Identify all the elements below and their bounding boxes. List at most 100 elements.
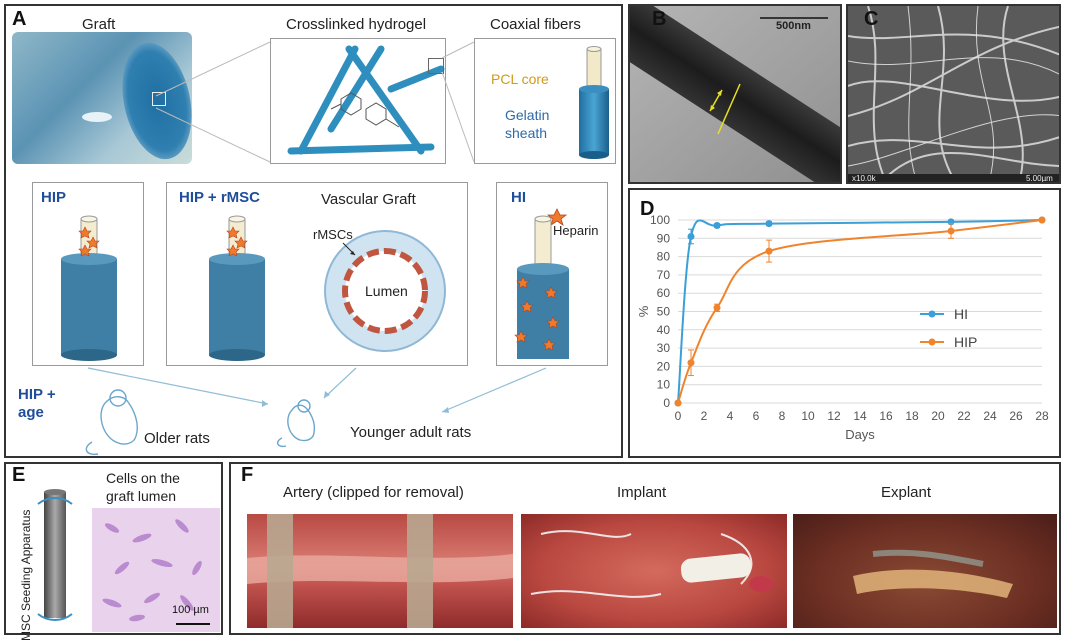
panel-f-label: F (241, 464, 254, 486)
panel-d-label: D (640, 198, 655, 220)
x-tick-label: 8 (779, 409, 786, 423)
data-point-hi (765, 220, 773, 228)
hip-age-label-line2: age (18, 404, 44, 421)
coaxial-box: PCL core Gelatin sheath (474, 38, 616, 164)
data-point-hip (765, 247, 773, 255)
x-tick-label: 6 (753, 409, 760, 423)
gelatin-label: Gelatin (505, 107, 550, 123)
legend-label-hi: HI (954, 306, 968, 322)
vascular-graft-title: Vascular Graft (321, 191, 416, 208)
x-tick-label: 10 (801, 409, 815, 423)
data-point-hip (674, 399, 682, 407)
y-tick-label: 0 (663, 396, 670, 410)
y-tick-label: 40 (657, 323, 671, 337)
x-tick-label: 16 (879, 409, 893, 423)
panel-c-label: C (864, 8, 879, 30)
graft-photo (12, 32, 192, 164)
panel-b: B 500nm (628, 4, 842, 184)
y-tick-label: 90 (657, 231, 671, 245)
hip-age-label-line1: HIP + (18, 386, 56, 403)
x-tick-label: 26 (1009, 409, 1023, 423)
explant-photo (793, 514, 1057, 628)
y-axis-label: % (636, 305, 651, 317)
data-point-hi (713, 221, 721, 229)
data-point-hip (947, 227, 955, 235)
panel-a: A Graft Crosslinked hydrogel Coax (4, 4, 623, 458)
hydrogel-zoom-marker (428, 58, 444, 74)
hi-fiber-diagram (514, 208, 569, 359)
panel-e: E Cells on the graft lumen MSC Seeding A… (4, 462, 223, 641)
tem-scale-bar-label: 500nm (776, 20, 811, 32)
legend-marker-hip (928, 338, 936, 346)
series-line-hi (677, 219, 1043, 404)
legend-label-hip: HIP (954, 334, 977, 350)
y-tick-label: 80 (657, 250, 671, 264)
y-tick-label: 70 (657, 268, 671, 282)
tem-fiber-image (630, 6, 840, 182)
cells-micrograph: 100 µm (92, 508, 220, 632)
explant-title: Explant (881, 484, 932, 501)
data-point-hip (687, 359, 695, 367)
data-point-hi (687, 232, 695, 240)
older-rats-label: Older rats (144, 430, 210, 447)
younger-rat-icon (276, 399, 316, 448)
rmscs-label: rMSCs (313, 227, 353, 242)
hip-title: HIP (41, 189, 67, 206)
coaxial-title: Coaxial fibers (490, 16, 581, 33)
sheath-label: sheath (505, 125, 548, 141)
data-point-hip (1038, 216, 1046, 224)
lumen-label: Lumen (365, 283, 408, 299)
hip-rmsc-title: HIP + rMSC (179, 189, 260, 206)
younger-rats-label: Younger adult rats (350, 424, 472, 441)
artery-title: Artery (clipped for removal) (283, 484, 464, 501)
hip-rmsc-diagram (209, 215, 446, 361)
panel-a-label: A (12, 8, 27, 30)
pcl-core-label: PCL core (491, 71, 549, 87)
heparin-label: Heparin (553, 223, 599, 238)
older-rat-icon (85, 389, 138, 456)
sem-footer-left: x10.0k (852, 174, 876, 183)
hip-box: HIP (32, 182, 144, 366)
graft-title: Graft (82, 16, 116, 33)
x-tick-label: 2 (701, 409, 708, 423)
x-tick-label: 12 (827, 409, 841, 423)
y-tick-label: 100 (650, 213, 670, 227)
y-tick-label: 30 (657, 341, 671, 355)
seeding-apparatus-icon (37, 489, 73, 621)
x-tick-label: 0 (675, 409, 682, 423)
hydrogel-network-diagram (287, 45, 445, 155)
x-axis-label: Days (845, 427, 875, 442)
y-tick-label: 50 (657, 305, 671, 319)
cells-caption-line2: graft lumen (106, 488, 177, 504)
y-tick-label: 20 (657, 359, 671, 373)
x-tick-label: 22 (957, 409, 971, 423)
x-tick-label: 14 (853, 409, 867, 423)
sem-fiber-mesh-image (848, 6, 1059, 182)
data-point-hip (713, 304, 721, 312)
x-tick-label: 24 (983, 409, 997, 423)
artery-photo (247, 514, 513, 628)
hydrogel-box (270, 38, 446, 164)
panel-e-label: E (12, 464, 26, 486)
panel-c: C x10.0k 5.00µm (846, 4, 1061, 184)
hydrogel-title: Crosslinked hydrogel (286, 16, 427, 33)
legend-marker-hi (928, 310, 936, 318)
hip-fiber-icon (61, 215, 117, 361)
cells-caption-line1: Cells on the (106, 470, 180, 486)
y-tick-label: 60 (657, 286, 671, 300)
sem-footer-right: 5.00µm (1026, 174, 1053, 183)
implant-photo (521, 514, 787, 628)
x-tick-label: 20 (931, 409, 945, 423)
x-tick-label: 18 (905, 409, 919, 423)
heparin-star-icon (546, 208, 568, 226)
panel-b-label: B (652, 8, 667, 30)
y-tick-label: 10 (657, 378, 671, 392)
graft-zoom-marker (152, 92, 166, 106)
hi-title: HI (511, 189, 526, 206)
coaxial-fiber-icon (579, 46, 609, 159)
cells-scale-bar-label: 100 µm (172, 604, 209, 616)
x-tick-label: 4 (727, 409, 734, 423)
x-tick-label: 28 (1035, 409, 1049, 423)
